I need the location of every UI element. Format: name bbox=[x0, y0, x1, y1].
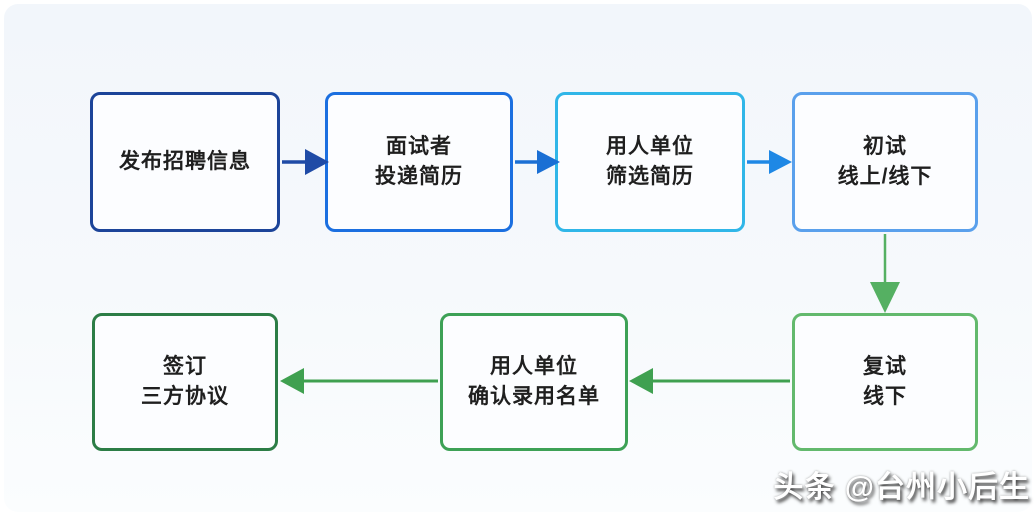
node-text-line: 筛选简历 bbox=[606, 165, 694, 188]
flow-node-label: 发布招聘信息 bbox=[119, 147, 251, 177]
node-text-line: 确认录用名单 bbox=[468, 385, 600, 408]
flow-node-employer-screen-resume: 用人单位 筛选简历 bbox=[555, 92, 745, 232]
node-text-line: 面试者 bbox=[386, 134, 452, 158]
node-text-line: 用人单位 bbox=[490, 354, 578, 378]
flow-node-publish-info: 发布招聘信息 bbox=[90, 92, 280, 232]
watermark-text: 头条 @台州小后生 bbox=[773, 471, 1030, 504]
flow-node-label: 面试者 投递简历 bbox=[375, 132, 463, 193]
node-text-line: 初试 bbox=[863, 134, 907, 158]
node-text-line: 签订 bbox=[163, 354, 207, 378]
flow-node-label: 复试 线下 bbox=[863, 352, 907, 413]
flow-node-label: 用人单位 确认录用名单 bbox=[468, 352, 600, 413]
flow-node-sign-agreement: 签订 三方协议 bbox=[92, 313, 278, 451]
node-text-line: 投递简历 bbox=[375, 165, 463, 188]
node-text-line: 用人单位 bbox=[606, 134, 694, 158]
flow-node-label: 签订 三方协议 bbox=[141, 352, 229, 413]
node-text-line: 发布招聘信息 bbox=[119, 149, 251, 173]
flow-node-first-interview: 初试 线上/线下 bbox=[792, 92, 978, 232]
flow-node-employer-confirm-list: 用人单位 确认录用名单 bbox=[440, 313, 628, 451]
node-text-line: 三方协议 bbox=[141, 385, 229, 408]
node-text-line: 线上/线下 bbox=[837, 165, 933, 188]
watermark: 头条 @台州小后生 bbox=[773, 462, 1030, 506]
flow-node-label: 初试 线上/线下 bbox=[838, 132, 933, 193]
flow-node-label: 用人单位 筛选简历 bbox=[606, 132, 694, 193]
flow-node-candidate-submit-resume: 面试者 投递简历 bbox=[325, 92, 513, 232]
flow-node-second-interview: 复试 线下 bbox=[792, 313, 978, 451]
node-text-line: 复试 bbox=[863, 354, 907, 378]
node-text-line: 线下 bbox=[863, 385, 907, 408]
